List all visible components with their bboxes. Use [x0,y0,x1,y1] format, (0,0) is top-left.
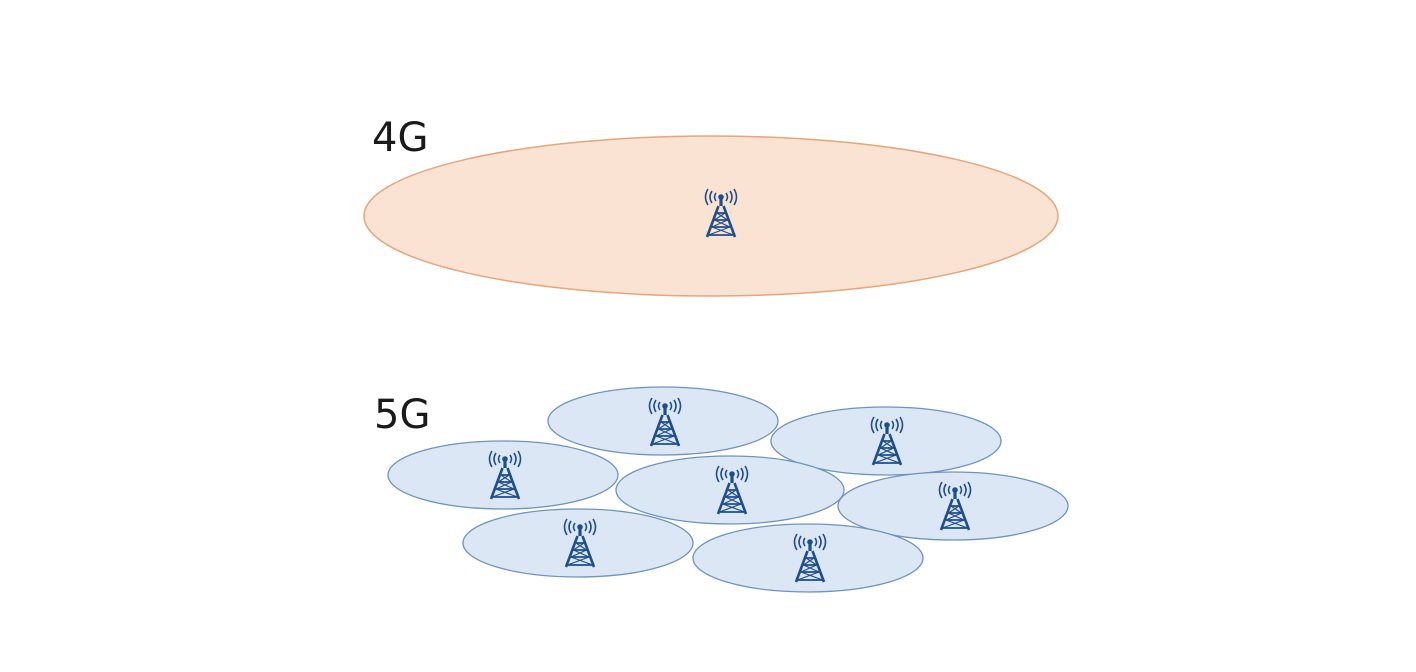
cells-5g [387,386,1069,593]
label-4g: 4G [372,115,428,161]
cell-5g-coverage [547,386,779,456]
label-5g: 5G [374,392,430,438]
cell-4g-coverage [363,135,1059,297]
